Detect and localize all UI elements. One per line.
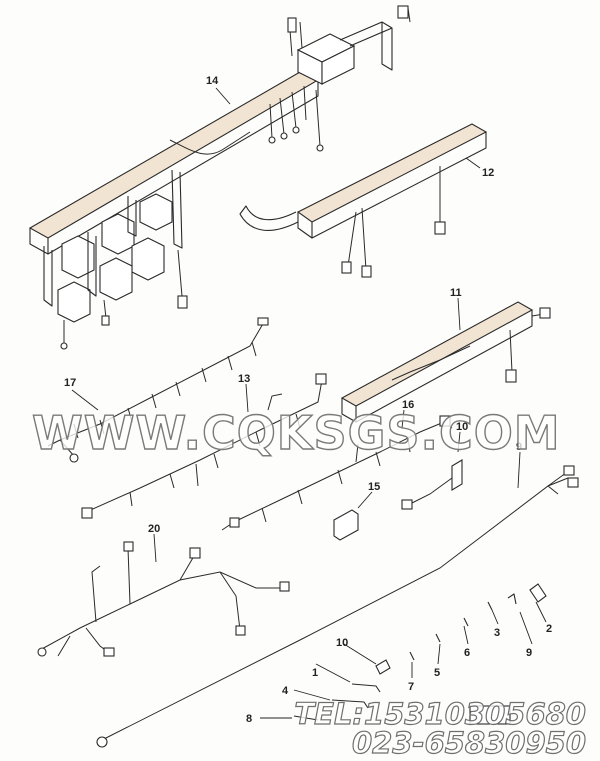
callout-14: 14 [206,75,219,87]
callout-10-upper: 10 [456,421,468,433]
callout-6: 6 [464,647,470,659]
harness-rail-14 [28,5,411,350]
callout-9-lower: 9 [526,647,532,659]
callout-9-upper: 9 [516,441,522,453]
callout-labels: 14 12 11 17 13 16 10 9 15 20 2 3 9 6 5 1… [64,75,552,725]
harness-rail-11 [340,301,551,423]
harness-13 [81,373,327,519]
callout-16: 16 [402,399,414,411]
leader-lines [71,87,547,719]
callout-3: 3 [494,627,500,639]
lead-9 [96,465,579,748]
callout-8: 8 [246,713,252,725]
watermark-phone: TEL:15310305680 [294,696,587,731]
harness-tube-12 [239,123,488,278]
sensor-10-upper [401,459,463,510]
callout-20: 20 [148,523,160,535]
callout-7: 7 [408,681,414,693]
callout-2: 2 [546,623,552,635]
harness-20 [37,541,290,657]
callout-12: 12 [482,167,494,179]
watermark-url: WWW.CQKSGS.COM [31,405,561,460]
callout-5: 5 [434,667,440,679]
harness-16 [221,415,453,531]
callout-10-lower: 10 [336,637,348,649]
callout-15: 15 [368,481,380,493]
callout-4: 4 [282,685,289,697]
callout-13: 13 [238,373,250,385]
harness-17 [47,317,269,463]
clip-15 [333,509,359,541]
callout-1: 1 [312,667,318,679]
callout-17: 17 [64,377,76,389]
callout-11: 11 [450,287,462,299]
watermark-phone-2: 023-65830950 [351,725,586,760]
small-hardware [293,583,547,725]
